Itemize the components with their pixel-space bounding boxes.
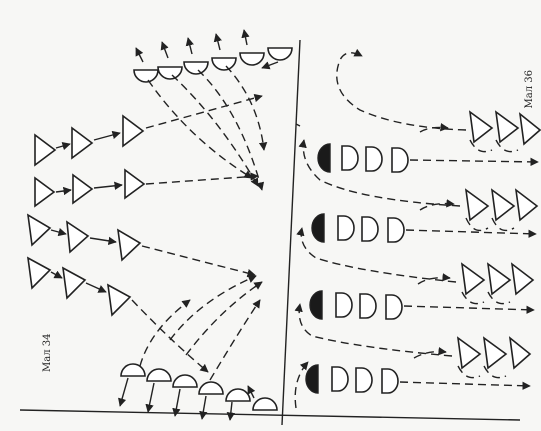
right-diagram-label: Мал 36: [524, 70, 535, 108]
triangle-rows: [26, 114, 146, 317]
right-triangles: [456, 110, 541, 370]
frame-lines: [19, 39, 521, 426]
right-dashed-paths: [294, 48, 539, 409]
bottom-semicircles: [118, 363, 278, 421]
top-semicircles: [133, 29, 293, 83]
d-shape-rows: [305, 143, 409, 394]
left-dashed-paths: [131, 65, 268, 381]
left-diagram: Мал 34: [26, 29, 293, 421]
left-diagram-label: Мал 34: [42, 334, 53, 372]
triangle-arrows: [50, 130, 123, 293]
triangle-loops: [457, 139, 519, 379]
right-diagram: Мал 36: [294, 48, 541, 409]
